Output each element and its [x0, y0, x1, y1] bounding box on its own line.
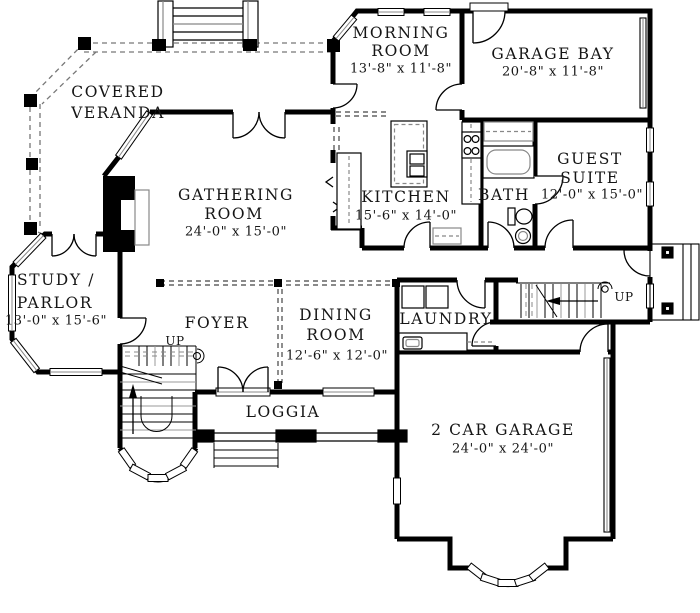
gathering-french-doors	[232, 111, 286, 139]
rear-staircase	[516, 281, 613, 318]
stair-rail-return	[140, 396, 173, 432]
turret-bay-windows	[117, 447, 199, 482]
veranda-outline	[29, 42, 334, 237]
bath-fixtures	[482, 121, 535, 245]
room-label-covered-veranda-1: COVERED	[71, 83, 165, 101]
foyer-french-doors	[217, 366, 269, 393]
range-fixture	[461, 131, 482, 159]
room-label-laundry: LAUNDRY	[399, 310, 493, 328]
toilet-fixture	[507, 207, 533, 226]
room-label-kitchen: KITCHEN	[361, 188, 451, 206]
room-label-garage-bay: GARAGE BAY	[491, 45, 615, 63]
washer	[401, 285, 425, 309]
study-windows	[8, 232, 103, 376]
room-dims-garage-bay: 20'-8" x 11'-8"	[501, 64, 605, 80]
room-dims-dining-room: 12'-6" x 12'-0"	[285, 348, 389, 364]
room-label-covered-veranda-2: VERANDA	[71, 104, 165, 122]
morning-room-windows	[332, 8, 451, 42]
laundry-fixtures	[398, 285, 494, 352]
loggia-steps	[213, 443, 279, 468]
garage-entry-door	[579, 323, 609, 353]
room-label-loggia: LOGGIA	[245, 403, 321, 421]
room-label-study-parlor-2: PARLOR	[16, 294, 94, 312]
room-label-bath: BATH	[478, 186, 530, 204]
garage-window	[393, 477, 401, 505]
doors	[51, 10, 651, 393]
rear-stair-newel-spiral	[597, 281, 613, 293]
room-dims-morning-room: 13'-8" x 11'-8"	[349, 61, 453, 77]
stair-direction-arrow	[129, 384, 137, 434]
room-label-dining-room-1: DINING	[299, 306, 373, 324]
sink-fixture	[514, 227, 532, 245]
room-label-study-parlor-1: STUDY /	[16, 271, 96, 289]
study-foyer-door	[119, 317, 147, 345]
morning-garage-door	[435, 83, 463, 111]
bath-guest-door	[534, 175, 564, 205]
laundry-counter	[398, 332, 494, 352]
garage-doors	[603, 17, 647, 533]
room-label-foyer: FOYER	[184, 314, 250, 332]
guest-entry-door	[544, 219, 574, 249]
side-stoop	[649, 243, 700, 321]
fireplace	[103, 176, 150, 252]
main-staircase	[119, 345, 205, 439]
garage-bay-entry-door	[472, 10, 506, 44]
stair-up-label-right: UP	[614, 290, 634, 304]
linen-closet	[483, 121, 534, 142]
room-label-two-car-garage: 2 CAR GARAGE	[431, 421, 575, 439]
room-label-gathering-room-2: ROOM	[204, 205, 264, 223]
pantry-cabinet	[432, 227, 462, 245]
kitchen-counter-west	[336, 152, 362, 230]
room-label-morning-room-2: ROOM	[371, 42, 431, 60]
guest-suite-windows	[646, 127, 654, 207]
room-label-guest-suite-2: SUITE	[560, 169, 620, 187]
room-dims-gathering-room: 24'-0" x 15'-0"	[184, 224, 288, 240]
room-dims-study-parlor: 13'-0" x 15'-6"	[4, 313, 108, 329]
laundry-door	[456, 279, 486, 309]
room-dims-two-car-garage: 24'-0" x 24'-0"	[451, 441, 555, 457]
morning-room-veranda-door	[332, 83, 358, 109]
stoop-posts	[661, 246, 674, 315]
kitchen-fixtures	[336, 120, 482, 245]
stoop-door	[623, 249, 651, 277]
windows	[8, 8, 654, 588]
room-label-morning-room-1: MORNING	[352, 24, 450, 42]
dryer	[425, 285, 449, 309]
bathtub-fixture	[482, 145, 535, 179]
loggia-rail	[197, 429, 408, 443]
room-label-dining-room-2: ROOM	[306, 326, 366, 344]
bath-hall-door	[487, 221, 515, 249]
garage-bay-windows	[466, 562, 550, 588]
room-label-guest-suite-1: GUEST	[557, 150, 623, 168]
room-dims-guest-suite: 12'-0" x 15'-0"	[540, 187, 644, 203]
room-label-gathering-room-1: GATHERING	[177, 186, 295, 204]
laundry-hall-door	[471, 321, 497, 347]
stair-newel-spiral	[193, 348, 205, 364]
veranda-posts	[24, 37, 340, 235]
gathering-room-window	[114, 110, 154, 160]
kitchen-island	[390, 120, 428, 188]
divider-columns	[156, 279, 400, 389]
room-dims-kitchen: 15'-6" x 14'-0"	[354, 208, 458, 224]
rear-stair-direction-arrow	[546, 297, 598, 305]
kitchen-hall-door	[403, 221, 431, 249]
stair-up-label-left: UP	[165, 334, 185, 348]
study-french-doors	[51, 233, 97, 257]
